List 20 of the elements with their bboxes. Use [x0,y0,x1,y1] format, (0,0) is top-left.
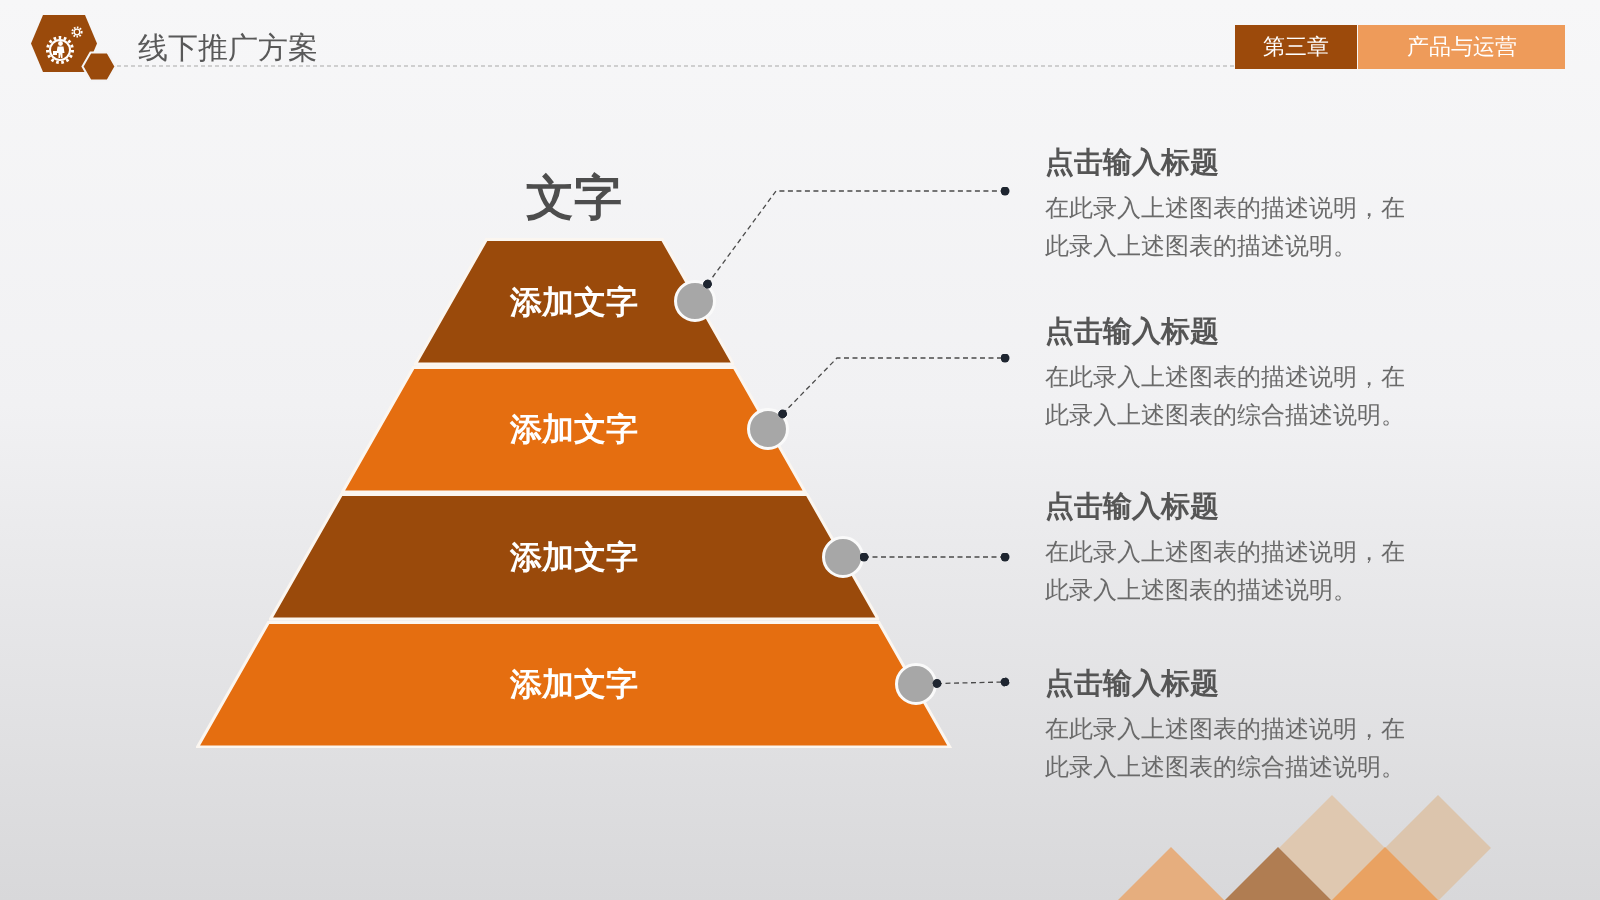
chapter-tab: 第三章 [1235,25,1357,69]
leader-line [932,677,1010,688]
tier-label: 添加文字 [510,409,638,450]
block-heading: 点击输入标题 [1045,145,1219,180]
leader-line [703,186,1010,289]
page-title: 线下推广方案 [138,29,318,67]
block-heading: 点击输入标题 [1045,314,1219,349]
tier-label: 添加文字 [510,281,638,322]
leader-line [778,353,1010,419]
chapter-tab: 产品与运营 [1358,25,1565,69]
description-text: 在此录入上述图表的描述说明，在此录入上述图表的描述说明。 [1045,193,1405,262]
description-text: 在此录入上述图表的描述说明，在此录入上述图表的综合描述说明。 [1045,714,1405,783]
tier-label: 添加文字 [510,664,638,705]
block-heading: 点击输入标题 [1045,666,1219,701]
leader-line [859,552,1010,562]
description-text: 在此录入上述图表的描述说明，在此录入上述图表的描述说明。 [1045,537,1405,606]
block-heading: 点击输入标题 [1045,489,1219,524]
description-text: 在此录入上述图表的描述说明，在此录入上述图表的综合描述说明。 [1045,362,1405,431]
pyramid-heading: 文字 [526,169,622,225]
tier-label: 添加文字 [510,536,638,577]
